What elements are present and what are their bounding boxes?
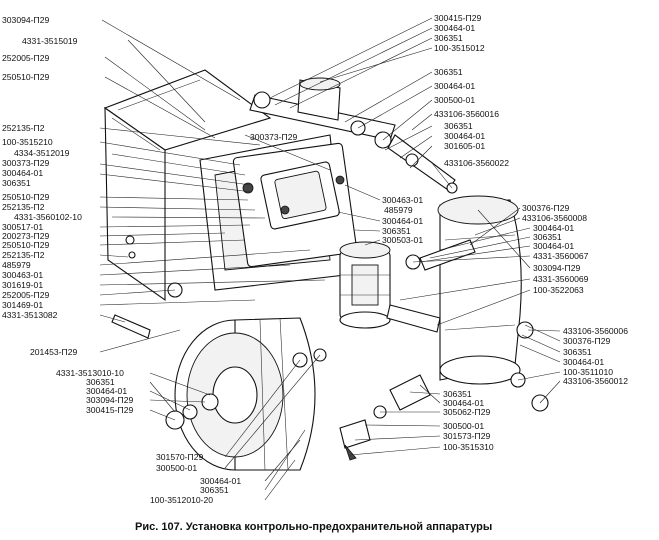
part-label: 433106-3560012 [563, 376, 628, 386]
part-label: 306351 [200, 485, 229, 495]
part-label: 303094-П29 [533, 263, 580, 273]
part-label: 250510-П29 [2, 192, 49, 202]
part-label: 306351 [533, 232, 562, 242]
part-label: 300463-01 [2, 270, 43, 280]
part-label: 100-3512010-20 [150, 495, 213, 505]
part-label: 300373-П29 [250, 132, 297, 142]
part-label: 301573-П29 [443, 431, 490, 441]
part-label: 300464-01 [434, 81, 475, 91]
part-label: 306351 [443, 389, 472, 399]
part-label: 301570-П29 [156, 452, 203, 462]
part-label: 300464-01 [533, 241, 574, 251]
bracket-plate [103, 69, 272, 302]
part-label: 100-3515012 [434, 43, 485, 53]
drain-fittings [165, 348, 431, 461]
part-label: 300464-01 [86, 386, 127, 396]
part-label: 300464-01 [443, 398, 484, 408]
labels-bottom: 301570-П29 300500-01 300464-01 306351 10… [150, 452, 241, 505]
part-label: 300500-01 [434, 95, 475, 105]
part-label: 306351 [434, 67, 463, 77]
part-label: 300464-01 [434, 23, 475, 33]
part-label: 100-3515310 [443, 442, 494, 452]
part-label: 301469-01 [2, 300, 43, 310]
part-label: 300500-01 [156, 463, 197, 473]
part-label: 306351 [2, 178, 31, 188]
part-label: 303094-П29 [2, 15, 49, 25]
part-label: 300463-01 [382, 195, 423, 205]
part-label: 306351 [434, 33, 463, 43]
part-label: 300415-П29 [434, 13, 481, 23]
part-label: 300464-01 [2, 168, 43, 178]
part-label: 433106-3560016 [434, 109, 499, 119]
part-label: 252135-П2 [2, 123, 45, 133]
part-label: 485979 [384, 205, 413, 215]
control-valve [339, 241, 391, 329]
figure-caption: Рис. 107. Установка контрольно-предохран… [135, 521, 492, 533]
part-label: 433106-3560022 [444, 158, 509, 168]
part-label: 4331-3513082 [2, 310, 58, 320]
part-label: 300376-П29 [522, 203, 569, 213]
upper-pipe-assembly [249, 77, 458, 194]
part-label: 250510-П29 [2, 240, 49, 250]
part-label: 200273-П29 [2, 231, 49, 241]
labels-center: 300373-П29 300463-01 485979 300464-01 30… [250, 132, 423, 245]
part-label: 300464-01 [444, 131, 485, 141]
part-label: 433106-3560006 [563, 326, 628, 336]
part-label: 301619-01 [2, 280, 43, 290]
part-label: 301605-01 [444, 141, 485, 151]
part-label: 100-3515210 [2, 137, 53, 147]
part-label: 252135-П2 [2, 202, 45, 212]
part-label: 306351 [86, 377, 115, 387]
labels-left: 303094-П29 4331-3515019 252005-П29 25051… [2, 15, 133, 415]
part-label: 252005-П29 [2, 290, 49, 300]
part-label: 300500-01 [443, 421, 484, 431]
part-label: 4331-3560102-10 [14, 212, 82, 222]
part-label: 300415-П29 [86, 405, 133, 415]
part-label: 306351 [382, 226, 411, 236]
part-label: 4331-3560069 [533, 274, 589, 284]
part-label: 306351 [444, 121, 473, 131]
part-label: 4331-3560067 [533, 251, 589, 261]
part-label: 485979 [2, 260, 31, 270]
part-label: 300464-01 [200, 476, 241, 486]
part-label: 4334-3512019 [14, 148, 70, 158]
part-label: 303094-П29 [86, 395, 133, 405]
part-label: 300464-01 [563, 357, 604, 367]
labels-right: 300415-П29 300464-01 306351 100-3515012 … [434, 13, 628, 452]
part-label: 201453-П29 [30, 347, 77, 357]
part-label: 300376-П29 [563, 336, 610, 346]
part-label: 300517-01 [2, 222, 43, 232]
part-label: 100-3522063 [533, 285, 584, 295]
part-label: 300503-01 [382, 235, 423, 245]
part-label: 306351 [563, 347, 592, 357]
leader-lines [99, 17, 561, 501]
part-label: 252135-П2 [2, 250, 45, 260]
part-label: 100-3511010 [563, 367, 613, 377]
part-label: 300464-01 [533, 223, 574, 233]
part-label: 252005-П29 [2, 53, 49, 63]
part-label: 433106-3560008 [522, 213, 587, 223]
pressure-regulator [242, 161, 345, 230]
part-label: 250510-П29 [2, 72, 49, 82]
part-label: 4331-3513010-10 [56, 368, 124, 378]
part-label: 300464-01 [382, 216, 423, 226]
part-label: 305062-П29 [443, 407, 490, 417]
part-label: 4331-3515019 [22, 36, 78, 46]
part-label: 300373-П29 [2, 158, 49, 168]
